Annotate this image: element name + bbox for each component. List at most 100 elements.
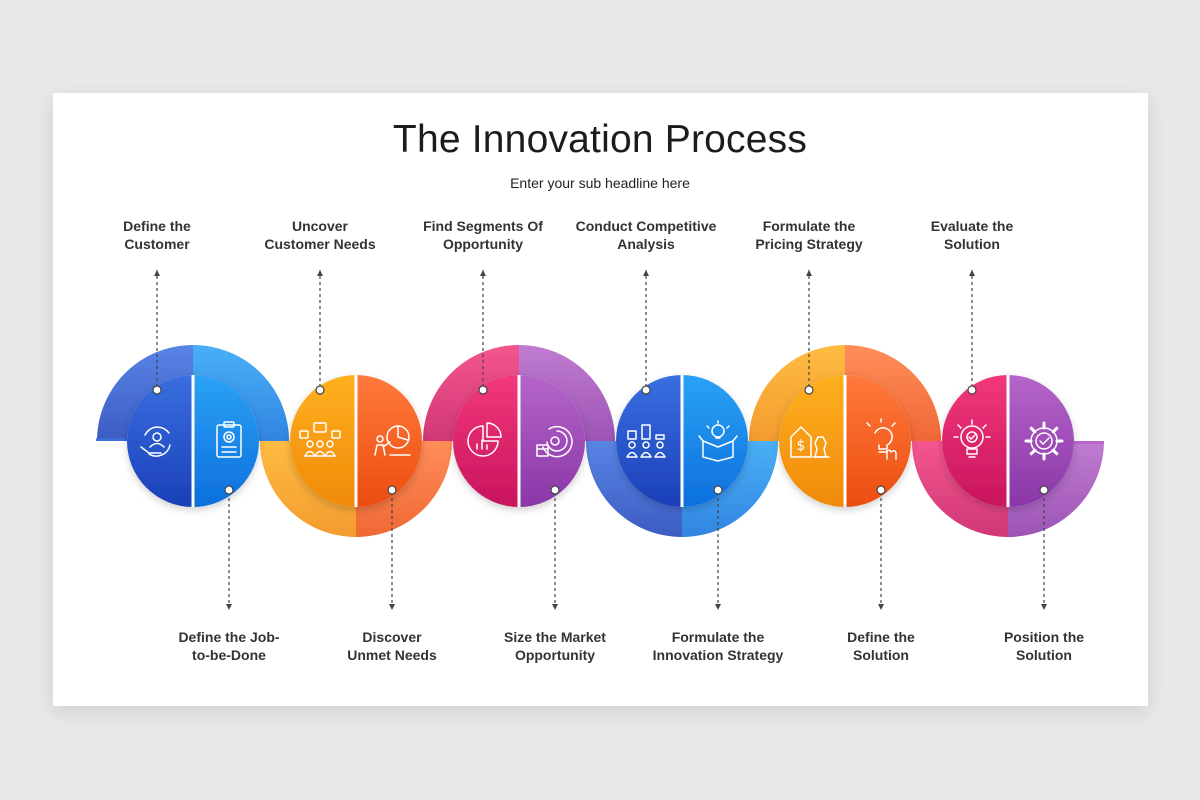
- ribbon-segment-right: [682, 441, 778, 537]
- bottom-connector-dot: [550, 485, 560, 495]
- step-circle-left-half: [127, 375, 193, 507]
- top-connector-dot: [804, 385, 814, 395]
- bulb-gear-icon: [953, 419, 991, 458]
- step-bottom-label-line2: Unmet Needs: [347, 647, 437, 663]
- step-circle: [616, 375, 748, 507]
- svg-text:$: $: [797, 438, 806, 454]
- ribbon-segment-right: [356, 441, 452, 537]
- top-connector-dot: [967, 385, 977, 395]
- bottom-connector-arrowhead: [226, 604, 232, 610]
- step-top-label-line2: Pricing Strategy: [755, 236, 863, 252]
- step-circle-right-half: [519, 375, 585, 507]
- step-bottom-label-line1: Formulate the: [671, 629, 765, 645]
- customer-cycle-icon: [140, 426, 171, 457]
- step-bottom-label-line1: Discover: [362, 629, 422, 645]
- slide-title: The Innovation Process: [392, 118, 808, 161]
- ribbon-segment-left: [423, 345, 519, 441]
- top-connector-arrowhead: [806, 270, 812, 276]
- step-top-label-line2: Customer: [124, 236, 190, 252]
- top-connector-arrowhead: [317, 270, 323, 276]
- step-top-label-line1: Formulate the: [762, 218, 856, 234]
- top-connector-dot: [152, 385, 162, 395]
- step-top-label-line2: Analysis: [617, 236, 675, 252]
- top-connector-dot: [315, 385, 325, 395]
- ribbon-segment-left: [912, 441, 1008, 537]
- step-circle-left-half: [616, 375, 682, 507]
- bottom-connector-dot: [1039, 485, 1049, 495]
- top-connector-arrowhead: [154, 270, 160, 276]
- step-circle-right-half: [682, 375, 748, 507]
- gear-check-icon: [1024, 421, 1064, 461]
- step-circle-left-half: [290, 375, 356, 507]
- step-circle-left-half: [779, 375, 845, 507]
- step-bottom-label-line1: Define the Job-: [178, 629, 280, 645]
- market-size-icon: [536, 425, 573, 458]
- step-top-label-line1: Conduct Competitive: [575, 218, 717, 234]
- step-top-label-line2: Opportunity: [442, 236, 524, 252]
- top-connector-arrowhead: [480, 270, 486, 276]
- step-bottom-label-line1: Define the: [847, 629, 915, 645]
- top-connector-dot: [478, 385, 488, 395]
- slide-subtitle: Enter your sub headline here: [510, 175, 690, 191]
- step-bottom-label-line2: Opportunity: [514, 647, 596, 663]
- bottom-connector-dot: [387, 485, 397, 495]
- step-top-label-line2: Customer Needs: [264, 236, 376, 252]
- top-connector-arrowhead: [969, 270, 975, 276]
- top-connector-dot: [641, 385, 651, 395]
- bottom-connector-arrowhead: [1041, 604, 1047, 610]
- ribbon-segment-right: [193, 345, 289, 441]
- ribbon-tail-right: [1074, 441, 1104, 444]
- step-bottom-label-line2: Solution: [853, 647, 909, 663]
- ribbon-segment-left: [97, 345, 193, 441]
- team-ideas-icon: [299, 422, 341, 457]
- step-top-label-line2: Solution: [944, 236, 1000, 252]
- bottom-connector-arrowhead: [389, 604, 395, 610]
- step-top-label: Find Segments Of Opportunity: [398, 217, 568, 253]
- ribbon-segment-left: [586, 441, 682, 537]
- pricing-chess-icon: $: [790, 426, 830, 458]
- competitor-bars-icon: [626, 424, 666, 458]
- ribbon-tail-left: [96, 438, 126, 441]
- segment-chart-icon: [467, 422, 502, 457]
- step-circle-right-half: [845, 375, 911, 507]
- step-bottom-label-line1: Size the Market: [504, 629, 606, 645]
- top-connector-arrowhead: [643, 270, 649, 276]
- step-bottom-label-line2: to-be-Done: [192, 647, 266, 663]
- idea-box-icon: [698, 420, 738, 462]
- presenter-chart-icon: [374, 425, 411, 456]
- step-bottom-label-line2: Solution: [1016, 647, 1072, 663]
- bottom-connector-arrowhead: [715, 604, 721, 610]
- bottom-connector-dot: [224, 485, 234, 495]
- step-top-label-line1: Uncover: [291, 218, 349, 234]
- bottom-connector-dot: [876, 485, 886, 495]
- ribbon-segment-right: [845, 345, 941, 441]
- step-top-label-line1: Define the: [123, 218, 191, 234]
- ribbon-segment-left: [749, 345, 845, 441]
- step-bottom-label: Define the Job-to-be-Done: [144, 628, 314, 664]
- step-top-label-line1: Find Segments Of: [423, 218, 543, 234]
- ribbon-segment-right: [1008, 441, 1104, 537]
- step-top-label-line1: Evaluate the: [930, 218, 1014, 234]
- ribbon-segment-left: [260, 441, 356, 537]
- ribbon-segment-right: [519, 345, 615, 441]
- checklist-gear-icon: [216, 421, 242, 458]
- bottom-connector-arrowhead: [552, 604, 558, 610]
- step-circle-right-half: [356, 375, 422, 507]
- step-circle: [290, 375, 422, 507]
- bottom-connector-dot: [713, 485, 723, 495]
- step-bottom-label-line1: Position the: [1003, 629, 1085, 645]
- step-circle: [127, 375, 259, 507]
- step-circle: [779, 375, 911, 507]
- step-bottom-label-line2: Innovation Strategy: [652, 647, 784, 663]
